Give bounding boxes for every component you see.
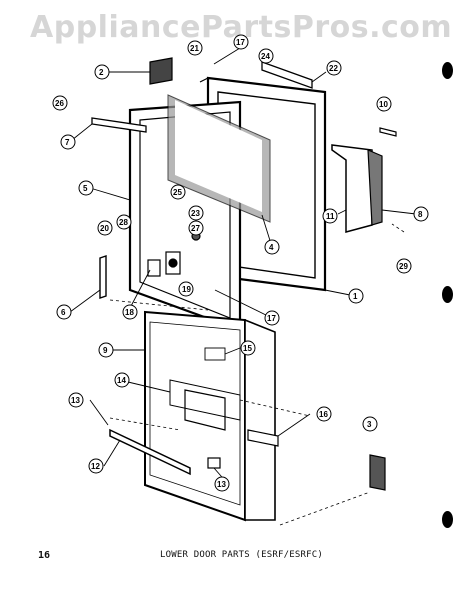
svg-text:3: 3: [367, 420, 372, 429]
binder-hole-top: [442, 62, 453, 79]
callout-17b: 17: [264, 310, 280, 326]
svg-text:18: 18: [125, 308, 134, 317]
svg-text:19: 19: [182, 285, 191, 294]
svg-text:13: 13: [71, 396, 80, 405]
callout-15: 15: [240, 340, 256, 356]
svg-text:6: 6: [61, 308, 66, 317]
callout-24: 24: [258, 48, 274, 64]
callout-25: 25: [170, 184, 186, 200]
binder-hole-middle: [442, 286, 453, 303]
shelf-end: [247, 429, 279, 447]
svg-text:1: 1: [353, 292, 358, 301]
svg-text:9: 9: [103, 346, 108, 355]
svg-text:16: 16: [319, 410, 328, 419]
svg-text:12: 12: [91, 462, 100, 471]
svg-text:17: 17: [236, 38, 245, 47]
callout-11: 11: [322, 208, 338, 224]
callout-21: 21: [187, 40, 203, 56]
page-number: 16: [38, 550, 51, 561]
svg-text:8: 8: [418, 210, 423, 219]
binder-hole-bottom: [442, 511, 453, 528]
strip-10: [379, 127, 397, 137]
callouts: 2 21 17 24 22 26 7 10 5 25 28 23 20 27 1…: [52, 34, 429, 492]
callout-22: 22: [326, 60, 342, 76]
svg-text:10: 10: [379, 100, 388, 109]
callout-17a: 17: [233, 34, 249, 50]
svg-text:29: 29: [399, 262, 408, 271]
callout-2: 2: [94, 64, 110, 80]
callout-26: 26: [52, 95, 68, 111]
callout-20: 20: [97, 220, 113, 236]
handle-bracket: [331, 144, 383, 233]
callout-1: 1: [348, 288, 364, 304]
svg-text:23: 23: [191, 209, 200, 218]
callout-28: 28: [116, 214, 132, 230]
control-parts: [147, 231, 201, 277]
svg-text:11: 11: [326, 212, 335, 221]
hinge-strip: [261, 61, 313, 89]
insulation-panel: [167, 94, 271, 223]
callout-13b: 13: [214, 476, 230, 492]
svg-text:15: 15: [243, 344, 252, 353]
svg-text:26: 26: [55, 99, 64, 108]
callout-4: 4: [264, 239, 280, 255]
svg-text:5: 5: [83, 184, 88, 193]
callout-3: 3: [362, 416, 378, 432]
lower-door-panel: [144, 310, 276, 522]
svg-text:21: 21: [190, 44, 199, 53]
callout-16: 16: [316, 406, 332, 422]
svg-text:13: 13: [217, 480, 226, 489]
top-bracket: [149, 57, 173, 85]
callout-29a: 29: [396, 258, 412, 274]
callout-13a: 13: [68, 392, 84, 408]
svg-text:2: 2: [99, 68, 104, 77]
callout-18: 18: [122, 304, 138, 320]
callout-14: 14: [114, 372, 130, 388]
svg-text:22: 22: [329, 64, 338, 73]
svg-text:17: 17: [267, 314, 276, 323]
page-caption: LOWER DOOR PARTS (ESRF/ESRFC): [160, 550, 323, 560]
part-3: [369, 454, 386, 491]
callout-10: 10: [376, 96, 392, 112]
callout-5: 5: [78, 180, 94, 196]
svg-text:27: 27: [191, 224, 200, 233]
callout-9: 9: [98, 342, 114, 358]
callout-23: 23: [188, 205, 204, 221]
callout-19: 19: [178, 281, 194, 297]
callout-27: 27: [188, 220, 204, 236]
callout-6: 6: [56, 304, 72, 320]
svg-text:4: 4: [269, 243, 274, 252]
svg-text:25: 25: [173, 188, 182, 197]
svg-text:7: 7: [65, 138, 70, 147]
svg-text:24: 24: [261, 52, 270, 61]
svg-text:20: 20: [100, 224, 109, 233]
side-strip-6: [99, 255, 107, 299]
shelf-bar: [109, 428, 191, 476]
svg-text:28: 28: [119, 218, 128, 227]
callout-12: 12: [88, 458, 104, 474]
callout-7: 7: [60, 134, 76, 150]
svg-text:14: 14: [117, 376, 126, 385]
callout-8: 8: [413, 206, 429, 222]
trim-strip-7: [91, 117, 147, 133]
